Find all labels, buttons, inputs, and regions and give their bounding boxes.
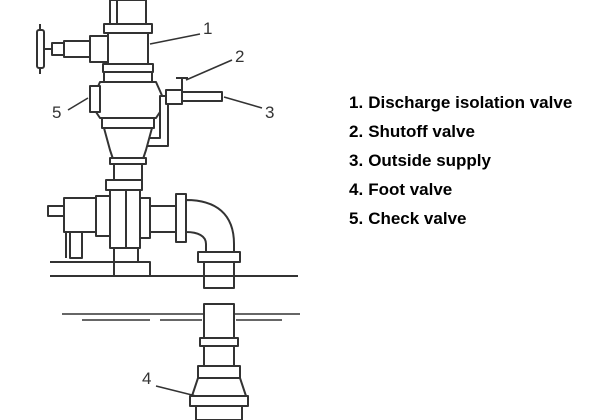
legend-number: 3. — [349, 151, 364, 170]
legend-label: Shutoff valve — [368, 122, 475, 141]
foot-valve — [189, 365, 249, 420]
legend-list: 1.Discharge isolation valve 2.Shutoff va… — [349, 88, 572, 233]
legend-label: Discharge isolation valve — [368, 93, 573, 112]
leader-line-4 — [155, 385, 197, 397]
leader-line-2 — [185, 59, 233, 81]
floor-slab — [50, 261, 298, 277]
legend-item: 4.Foot valve — [349, 175, 572, 204]
check-valve — [89, 71, 165, 119]
pump-casing — [105, 179, 151, 263]
legend-number: 5. — [349, 209, 364, 228]
leader-line-1 — [149, 33, 201, 45]
legend-item: 2.Shutoff valve — [349, 117, 572, 146]
reducer — [101, 117, 155, 181]
suction-elbow — [149, 193, 241, 289]
callout-3: 3 — [265, 103, 274, 122]
callout-4: 4 — [142, 369, 151, 388]
legend-item: 5.Check valve — [349, 204, 572, 233]
callout-1: 1 — [203, 19, 212, 38]
leader-line-5 — [67, 97, 89, 111]
shutoff-valve — [142, 77, 223, 147]
legend-label: Foot valve — [368, 180, 453, 199]
legend-item: 3.Outside supply — [349, 146, 572, 175]
legend-label: Check valve — [368, 209, 467, 228]
leader-line-3 — [223, 96, 263, 109]
legend-number: 1. — [349, 93, 364, 112]
legend-label: Outside supply — [368, 151, 491, 170]
legend-number: 4. — [349, 180, 364, 199]
callout-2: 2 — [235, 47, 244, 66]
pump-motor — [47, 195, 113, 259]
water-surface — [62, 313, 300, 321]
suction-pipe — [199, 303, 239, 369]
callout-5: 5 — [52, 103, 61, 122]
discharge-pipe — [103, 0, 153, 34]
legend-item: 1.Discharge isolation valve — [349, 88, 572, 117]
legend-number: 2. — [349, 122, 364, 141]
